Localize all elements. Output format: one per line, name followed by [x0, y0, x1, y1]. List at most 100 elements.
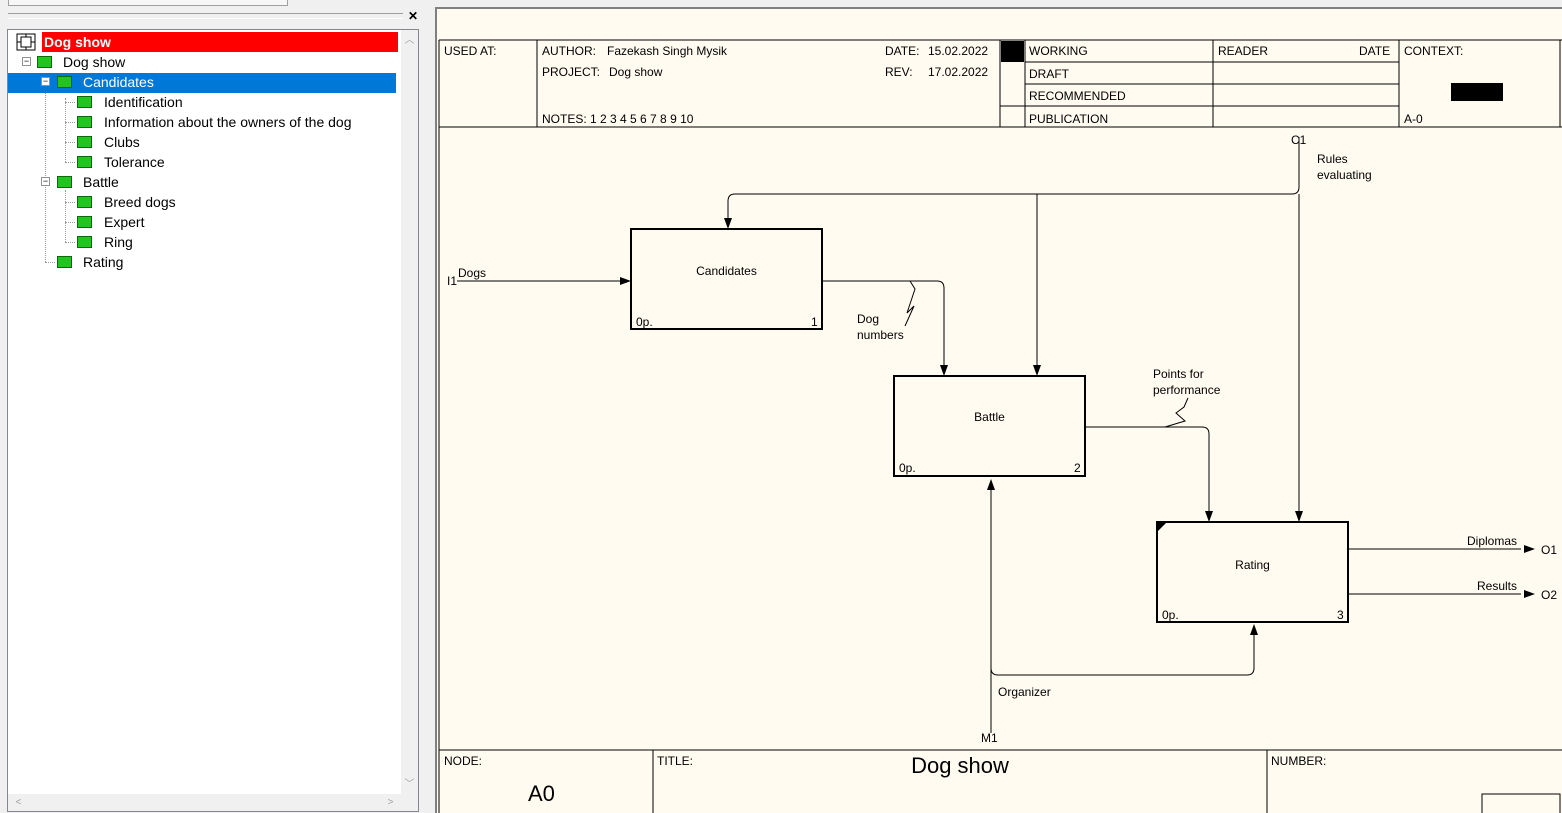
tree-item-owners-info[interactable]: Information about the owners of the dog: [104, 114, 352, 130]
tree-root[interactable]: Dog show: [14, 32, 398, 52]
activity-icon: [77, 196, 92, 208]
mechanism-tunnel-label: M1: [981, 731, 998, 745]
scroll-left-icon[interactable]: <: [15, 797, 22, 808]
activity-icon: [77, 136, 92, 148]
tree-line: [65, 242, 75, 243]
tree-item-clubs[interactable]: Clubs: [104, 134, 140, 150]
tree-line: [65, 190, 66, 242]
status-draft: DRAFT: [1029, 67, 1069, 81]
scroll-thumb[interactable]: [8, 0, 288, 6]
tree-item-battle[interactable]: Battle: [83, 174, 119, 190]
diagram-canvas[interactable]: USED AT: AUTHOR: Fazekash Singh Mysik PR…: [435, 7, 1562, 813]
activity-icon: [57, 76, 72, 88]
arrow-points-label[interactable]: Points for: [1153, 367, 1204, 381]
scroll-up-icon[interactable]: ︿: [404, 35, 415, 46]
rev-label: REV:: [885, 65, 913, 79]
scrollbar-corner: [401, 794, 418, 811]
notes-label: NOTES: 1 2 3 4 5 6 7 8 9 10: [542, 112, 694, 126]
arrow-dog-numbers-label[interactable]: Dog: [857, 312, 880, 326]
output1-tunnel-label: O1: [1541, 543, 1558, 557]
activity-icon: [37, 56, 52, 68]
project-label: PROJECT:: [542, 65, 601, 79]
tree-item-expert[interactable]: Expert: [104, 214, 145, 230]
tree-item-rating[interactable]: Rating: [83, 254, 124, 270]
box-rating-label[interactable]: Rating: [1235, 558, 1270, 572]
scroll-right-icon[interactable]: >: [387, 797, 394, 808]
activity-icon: [77, 116, 92, 128]
arrow-dogs-label[interactable]: Dogs: [458, 266, 487, 280]
activity-icon: [77, 96, 92, 108]
scroll-down-icon[interactable]: ﹀: [404, 779, 415, 790]
collapse-icon[interactable]: −: [41, 176, 50, 186]
pane-splitter[interactable]: [8, 13, 403, 19]
status-working: WORKING: [1029, 44, 1088, 58]
context-label: CONTEXT:: [1404, 44, 1464, 58]
tree-item-tolerance[interactable]: Tolerance: [104, 154, 165, 170]
tree-line: [45, 262, 55, 263]
collapse-icon[interactable]: −: [22, 56, 31, 66]
arrow-rules-label[interactable]: Rules: [1317, 152, 1348, 166]
title-label: TITLE:: [657, 754, 694, 768]
tree-line: [45, 78, 46, 262]
tree-root-label: Dog show: [42, 32, 398, 52]
control-tunnel-label: C1: [1291, 133, 1307, 147]
date-label: DATE:: [885, 44, 920, 58]
arrow-dog-numbers-label-2[interactable]: numbers: [857, 328, 904, 342]
arrow-results-label[interactable]: Results: [1477, 579, 1518, 593]
box-candidates-number: 1: [811, 315, 818, 329]
tree-line: [65, 98, 66, 162]
arrow-points-label-2[interactable]: performance: [1153, 383, 1221, 397]
top-scrollbar[interactable]: [0, 0, 425, 10]
box-candidates-label[interactable]: Candidates: [696, 264, 757, 278]
tree-line: [65, 202, 75, 203]
tree-item-breed-dogs[interactable]: Breed dogs: [104, 194, 176, 210]
diagram-lines: [438, 39, 1562, 813]
tree-line: [65, 222, 75, 223]
selection-highlight: [8, 73, 396, 93]
box-rating-cost: 0p.: [1162, 608, 1179, 622]
activity-icon: [77, 236, 92, 248]
tree-item-identification[interactable]: Identification: [104, 94, 183, 110]
used-at-label: USED AT:: [444, 44, 497, 58]
model-icon: [16, 33, 36, 51]
diagram-title: Dog show: [911, 753, 1009, 778]
tree-horizontal-scrollbar[interactable]: < >: [8, 794, 401, 811]
collapse-icon[interactable]: −: [41, 76, 50, 86]
activity-icon: [77, 156, 92, 168]
node-label: NODE:: [444, 754, 483, 768]
reader-date-label: DATE: [1359, 44, 1391, 58]
input-tunnel-label: I1: [447, 274, 458, 288]
activity-icon: [57, 176, 72, 188]
arrow-organizer-label[interactable]: Organizer: [998, 685, 1051, 699]
status-publication: PUBLICATION: [1029, 112, 1109, 126]
box-battle-label[interactable]: Battle: [974, 410, 1005, 424]
reader-label: READER: [1218, 44, 1269, 58]
box-battle-cost: 0p.: [899, 461, 916, 475]
status-recommended: RECOMMENDED: [1029, 89, 1126, 103]
tree-item-ring[interactable]: Ring: [104, 234, 133, 250]
context-node: A-0: [1404, 112, 1423, 126]
author-label: AUTHOR:: [542, 44, 596, 58]
activity-icon: [77, 216, 92, 228]
close-pane-icon[interactable]: ✕: [407, 9, 419, 23]
node-value: A0: [528, 781, 555, 806]
tree-item-candidates[interactable]: Candidates: [83, 74, 154, 90]
output2-tunnel-label: O2: [1541, 588, 1558, 602]
activity-icon: [57, 256, 72, 268]
rev-value: 17.02.2022: [928, 65, 989, 79]
project-value: Dog show: [609, 65, 663, 79]
author-value: Fazekash Singh Mysik: [607, 44, 728, 58]
tree-line: [65, 162, 75, 163]
arrow-diplomas-label[interactable]: Diplomas: [1467, 534, 1518, 548]
box-candidates-cost: 0p.: [636, 315, 653, 329]
date-value: 15.02.2022: [928, 44, 989, 58]
box-battle-number: 2: [1074, 461, 1081, 475]
tree-line: [65, 122, 75, 123]
number-label: NUMBER:: [1271, 754, 1327, 768]
box-rating-number: 3: [1337, 608, 1344, 622]
arrow-rules-label-2[interactable]: evaluating: [1317, 168, 1372, 182]
tree-vertical-scrollbar[interactable]: ︿ ﹀: [401, 30, 418, 795]
tree-line: [65, 142, 75, 143]
model-explorer-pane: ✕ Dog show − Dog show −: [0, 0, 425, 813]
tree-item-dog-show[interactable]: Dog show: [63, 54, 126, 70]
